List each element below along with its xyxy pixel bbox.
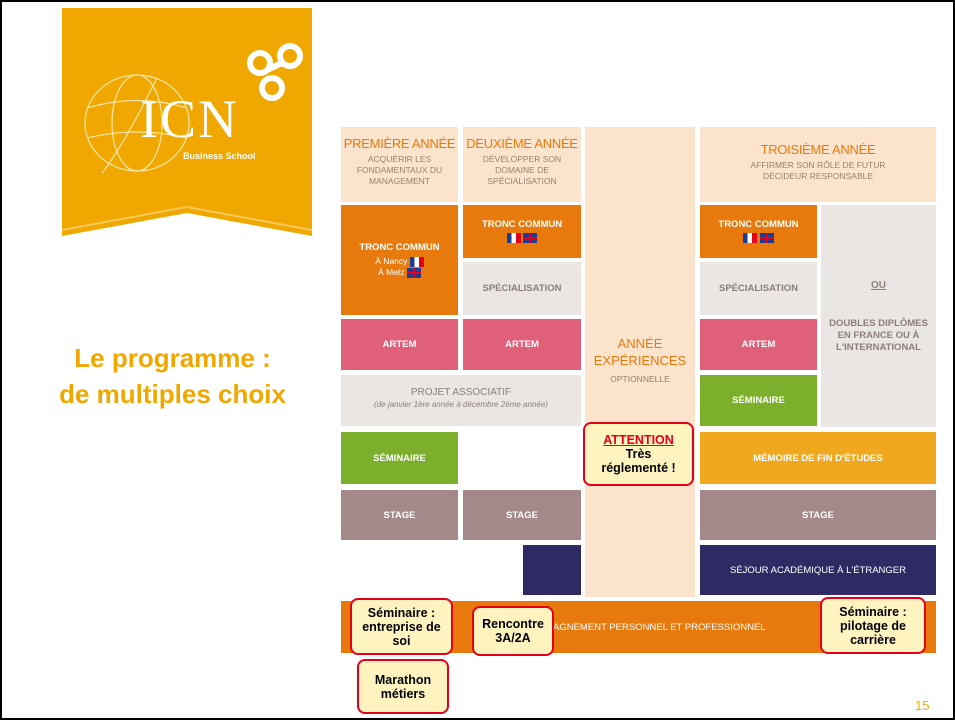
year2-subtitle: DÉVELOPPER SON DOMAINE DE SPÉCIALISATION	[482, 154, 562, 186]
year2-title: DEUXIÈME ANNÉE	[466, 136, 578, 151]
sejour-academique: SÉJOUR ACADÉMIQUE À L'ÉTRANGER	[700, 545, 936, 595]
y2-tronc-commun: TRONC COMMUN	[463, 205, 581, 258]
header-year2: DEUXIÈME ANNÉE DÉVELOPPER SON DOMAINE DE…	[463, 127, 581, 202]
y3-specialisation: SPÉCIALISATION	[700, 262, 817, 315]
attention-callout: ATTENTION Très réglementé !	[583, 422, 694, 486]
france-flag-icon	[409, 257, 424, 267]
optionnelle-label: OPTIONNELLE	[610, 374, 670, 384]
memoire-fin-etudes: MÉMOIRE DE FIN D'ÉTUDES	[700, 432, 936, 484]
header-year1: PREMIÈRE ANNÉE ACQUÉRIR LES FONDAMENTAUX…	[341, 127, 458, 202]
logo-text: ICN	[140, 89, 239, 149]
y3-tronc-title: TRONC COMMUN	[718, 219, 799, 230]
slide-title: Le programme : de multiples choix	[30, 340, 315, 412]
y1-seminaire: SÉMINAIRE	[341, 432, 458, 484]
nancy-label: À Nancy	[375, 256, 408, 267]
year3-subtitle: AFFIRMER SON RÔLE DE FUTUR DÉCIDEUR RESP…	[750, 160, 886, 181]
france-flag-icon	[506, 233, 521, 244]
year1-subtitle: ACQUÉRIR LES FONDAMENTAUX DU MANAGEMENT	[356, 154, 443, 186]
y2-tronc-title: TRONC COMMUN	[481, 219, 563, 230]
artem-year1: ARTEM	[341, 319, 458, 370]
stage-year1: STAGE	[341, 490, 458, 540]
annee-experiences-label: ANNÉE EXPÉRIENCES OPTIONNELLE	[585, 335, 695, 388]
artem-year3: ARTEM	[700, 319, 817, 370]
y3-seminaire: SÉMINAIRE	[700, 375, 817, 426]
attention-body: Très réglementé !	[601, 447, 676, 475]
attention-title: ATTENTION	[603, 433, 674, 447]
y2-specialisation: SPÉCIALISATION	[463, 262, 581, 315]
header-year3: TROISIÈME ANNÉE AFFIRMER SON RÔLE DE FUT…	[700, 127, 936, 202]
rencontre-callout: Rencontre 3A/2A	[472, 606, 554, 656]
projet-associatif: PROJET ASSOCIATIF (de janvier 1ère année…	[341, 375, 581, 426]
page-number: 15	[915, 698, 930, 713]
projet-subtitle: (de janvier 1ère année à décembre 2ème a…	[374, 400, 548, 409]
y3-tronc-commun: TRONC COMMUN	[700, 205, 817, 258]
accompagnement-label: AGNEMENT PERSONNEL ET PROFESSIONNEL	[553, 621, 766, 633]
annee-experiences-column	[585, 127, 695, 597]
navy-block-year2	[523, 545, 581, 595]
logo-subtitle: Business School	[183, 151, 256, 161]
uk-flag-icon	[406, 267, 421, 278]
doubles-diplomes	[821, 205, 936, 427]
seminaire-entreprise-callout: Séminaire : entreprise de soi	[350, 598, 453, 655]
icn-logo-banner	[61, 8, 313, 236]
year3-title: TROISIÈME ANNÉE	[760, 142, 876, 157]
slide-title-line1: Le programme :	[74, 343, 271, 373]
y1-tronc-title: TRONC COMMUN	[359, 242, 440, 254]
metz-label: À Metz	[378, 267, 405, 277]
uk-flag-icon	[759, 233, 774, 244]
marathon-callout: Marathon métiers	[357, 659, 449, 714]
seminaire-pilotage-callout: Séminaire : pilotage de carrière	[820, 597, 926, 654]
artem-year2: ARTEM	[463, 319, 581, 370]
slide-title-line2: de multiples choix	[59, 379, 286, 409]
doubles-label: DOUBLES DIPLÔMES EN FRANCE OU À L'INTERN…	[829, 318, 928, 353]
stage-year2: STAGE	[463, 490, 581, 540]
y1-tronc-commun: TRONC COMMUN À Nancy À Metz	[341, 205, 458, 315]
france-flag-icon	[743, 233, 758, 244]
ou-label: OU	[871, 280, 886, 291]
year1-title: PREMIÈRE ANNÉE	[343, 136, 456, 151]
projet-title: PROJET ASSOCIATIF	[410, 387, 512, 398]
experiences-label: EXPÉRIENCES	[593, 353, 687, 368]
uk-flag-icon	[523, 233, 538, 244]
annee-label: ANNÉE	[617, 336, 663, 351]
stage-year3: STAGE	[700, 490, 936, 540]
